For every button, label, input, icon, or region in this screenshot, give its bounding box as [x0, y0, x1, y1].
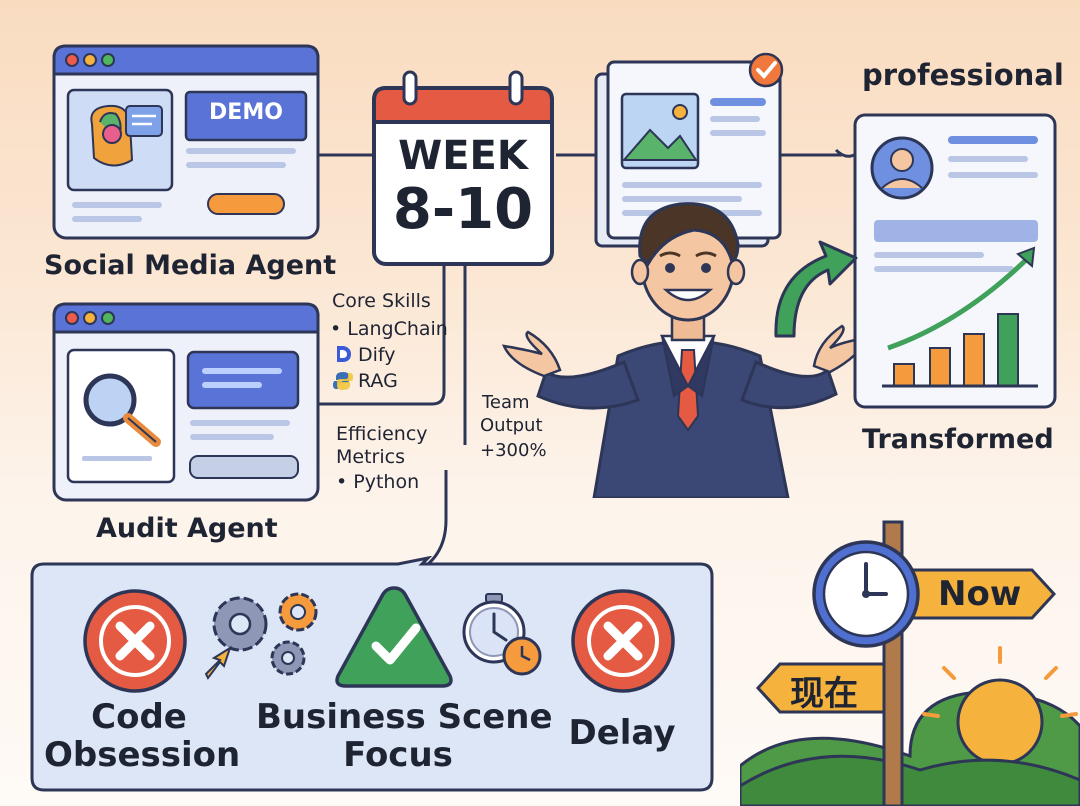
audit-agent-caption: Audit Agent — [96, 513, 278, 544]
skill-langchain: • LangChain — [330, 318, 448, 340]
efficiency-line1: Efficiency — [336, 423, 428, 445]
social-media-agent-card: DEMO — [52, 44, 320, 240]
core-skills-title: Core Skills — [332, 290, 431, 312]
growth-arrow-icon — [774, 240, 858, 338]
zh-now-sign-label: 现在 — [790, 674, 858, 714]
team-output-line2: Output — [480, 415, 543, 436]
business-focus-line2: Focus — [343, 735, 453, 775]
browser-window-graphic — [52, 44, 320, 240]
presenter-illustration — [501, 202, 868, 498]
code-obsession-line2: Obsession — [44, 735, 241, 775]
efficiency-line2: Metrics — [336, 446, 405, 468]
gears-icon — [204, 592, 318, 680]
calendar-week-label: WEEK — [398, 133, 528, 179]
skill-rag: RAG — [358, 370, 398, 392]
team-output-line1: Team — [482, 392, 530, 413]
code-obsession-x-icon — [83, 589, 187, 693]
efficiency-python: • Python — [336, 471, 420, 493]
demo-label: DEMO — [209, 100, 283, 125]
audit-window-graphic — [52, 302, 320, 502]
skill-dify: Dify — [358, 344, 396, 366]
delay-label: Delay — [568, 713, 676, 753]
audit-agent-card — [52, 302, 320, 502]
delay-x-icon — [571, 589, 675, 693]
profile-report-card — [853, 113, 1057, 409]
calendar-week-range: 8-10 — [392, 177, 534, 242]
week-calendar: WEEK 8-10 — [370, 68, 556, 268]
signpost-scene — [740, 520, 1080, 806]
business-focus-line1: Business Scene — [256, 697, 553, 737]
code-obsession-line1: Code — [91, 697, 187, 737]
business-focus-check-icon — [335, 586, 453, 688]
now-sign-label: Now — [938, 574, 1022, 614]
team-output-value: +300% — [480, 440, 547, 461]
calendar-icon — [372, 70, 554, 266]
professional-heading: professional — [862, 58, 1064, 92]
python-icon — [333, 372, 353, 390]
dify-icon — [337, 346, 351, 362]
transformed-caption: Transformed — [862, 424, 1054, 455]
social-media-agent-caption: Social Media Agent — [44, 250, 337, 281]
stopwatch-icon — [462, 593, 542, 676]
